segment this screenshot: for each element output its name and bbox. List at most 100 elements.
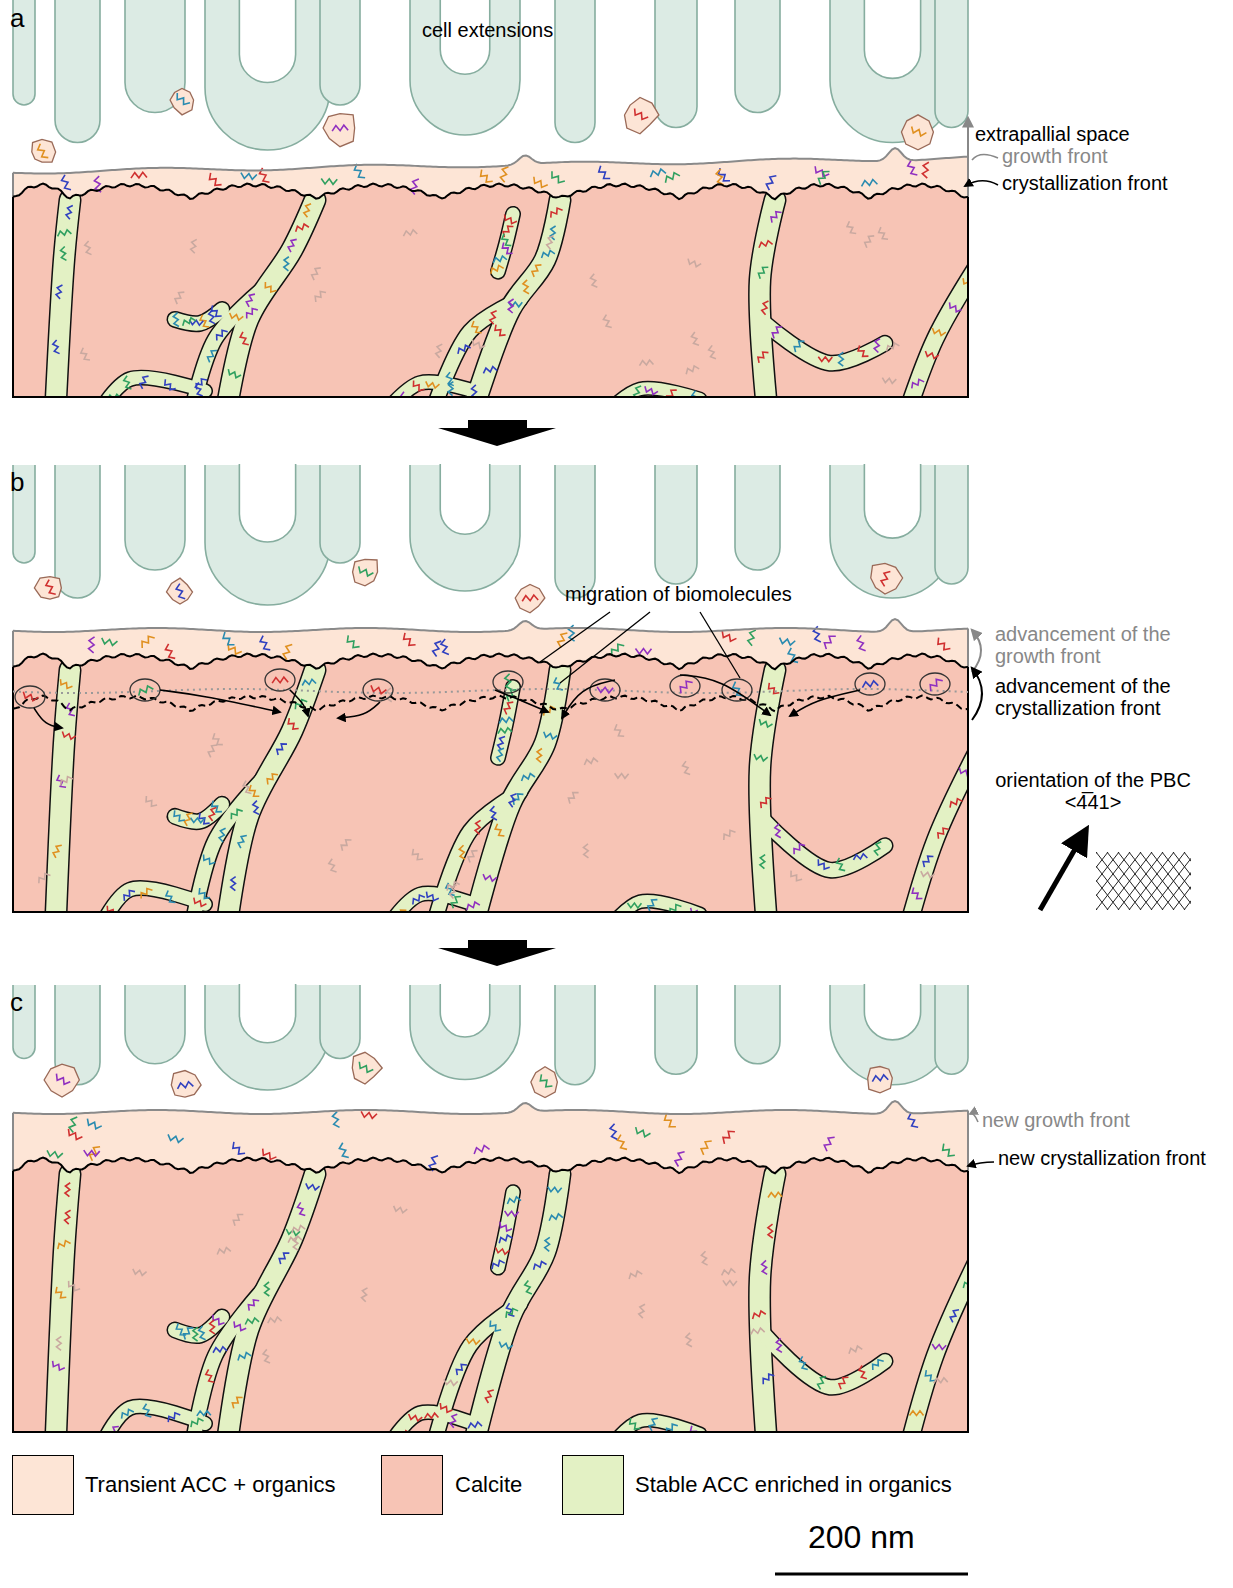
organic-molecule (315, 291, 326, 302)
organic-molecule (283, 645, 292, 660)
organic-molecule (873, 1360, 884, 1370)
organic-molecule (483, 874, 497, 881)
organic-molecule (444, 1379, 458, 1385)
organic-molecule (505, 674, 512, 690)
organic-molecule (648, 900, 658, 912)
organic-molecule (246, 294, 255, 307)
stable-acc-channel (380, 382, 480, 419)
organic-molecule (499, 1342, 513, 1349)
crystallization-front (13, 654, 968, 670)
organic-molecule (220, 1444, 234, 1451)
organic-molecule (490, 1321, 501, 1331)
organic-molecule (552, 171, 565, 182)
organic-molecule (904, 1445, 914, 1456)
organic-molecule (359, 566, 374, 576)
organic-molecule (192, 404, 199, 418)
old-growth-front (13, 689, 968, 693)
acc-vesicle (871, 563, 903, 594)
organic-molecule (722, 1269, 736, 1275)
organic-molecule (934, 1378, 948, 1384)
growth-front (13, 1101, 968, 1114)
organic-molecule (53, 1361, 65, 1370)
organic-molecule (194, 898, 207, 907)
organic-molecule (268, 1317, 282, 1323)
organic-molecule (635, 649, 651, 654)
organic-molecule (824, 1137, 834, 1151)
organic-molecule (474, 1145, 489, 1153)
organic-molecule (908, 160, 918, 175)
acc-vesicle (44, 1064, 79, 1097)
organic-molecule (882, 378, 896, 384)
legend-swatch (12, 1455, 74, 1515)
organic-molecule (824, 636, 835, 649)
organic-molecule (341, 840, 351, 851)
organic-molecule (751, 1328, 765, 1334)
stable-acc-channel (498, 1192, 513, 1267)
organic-molecule (963, 278, 975, 287)
lattice-line (1096, 852, 1141, 910)
organic-molecule (468, 1422, 482, 1428)
stable-acc-channels (51, 200, 976, 419)
cell-extension (125, 985, 185, 1064)
organic-molecule (241, 173, 257, 180)
organic-molecule (762, 1260, 768, 1274)
calcite (13, 1158, 968, 1432)
organic-molecule (459, 845, 465, 859)
organic-molecule (191, 922, 197, 936)
organic-molecule (426, 892, 438, 901)
lattice (1096, 852, 1191, 910)
biomolecule-marker (722, 679, 752, 701)
label: growth front (1002, 146, 1108, 168)
cell-extension (655, 985, 697, 1074)
organic-molecule (818, 357, 832, 362)
organic-molecule (61, 247, 67, 261)
organic-molecule (433, 641, 442, 656)
organic-molecule (627, 903, 641, 908)
organic-molecule (284, 257, 289, 271)
organic-molecule (963, 1280, 976, 1288)
organic-molecule (932, 1344, 946, 1350)
organic-molecule (165, 644, 175, 659)
cell-extension-notch (440, 464, 490, 534)
organic-molecule (81, 348, 90, 360)
organic-molecule (230, 313, 244, 320)
acc-vesicle (531, 1067, 558, 1098)
cell-extension (205, 985, 330, 1090)
organic-molecule (550, 226, 555, 240)
organic-molecule (58, 230, 72, 236)
cell-extension (935, 985, 968, 1074)
crystallization-front (13, 184, 968, 200)
organic-molecule (498, 736, 505, 749)
pbc-arrow (1040, 830, 1086, 910)
organic-molecule (854, 854, 868, 860)
organic-molecule (466, 1338, 480, 1344)
cell-extension (555, 985, 595, 1085)
cell-extension (125, 465, 185, 570)
cell-extension (735, 0, 780, 113)
lattice-line (1173, 852, 1191, 910)
organic-molecule (332, 1112, 339, 1128)
organic-molecule (857, 635, 865, 650)
organic-molecule (176, 584, 185, 599)
migration-arrow (160, 690, 280, 712)
label: new growth front (982, 1110, 1130, 1132)
leader-line (965, 181, 998, 186)
biomolecule-marker (855, 673, 885, 695)
acc-vesicle (171, 1071, 201, 1098)
organic-molecule (53, 340, 60, 354)
stable-acc-channel (760, 1174, 775, 1460)
organic-molecule (872, 1075, 888, 1082)
organic-molecule (874, 339, 880, 353)
organic-molecule (887, 343, 900, 351)
organic-molecule (686, 1333, 692, 1347)
channel-outline (765, 323, 885, 363)
organic-molecule (472, 321, 482, 333)
organic-molecule (102, 638, 118, 646)
organic-molecule (409, 1414, 423, 1421)
organic-molecule (507, 1197, 521, 1204)
cell-extension (320, 0, 360, 105)
organic-molecule (475, 820, 480, 834)
channel-outline (600, 388, 700, 419)
stable-acc-channels (53, 1174, 977, 1460)
acc-vesicle (34, 577, 61, 600)
